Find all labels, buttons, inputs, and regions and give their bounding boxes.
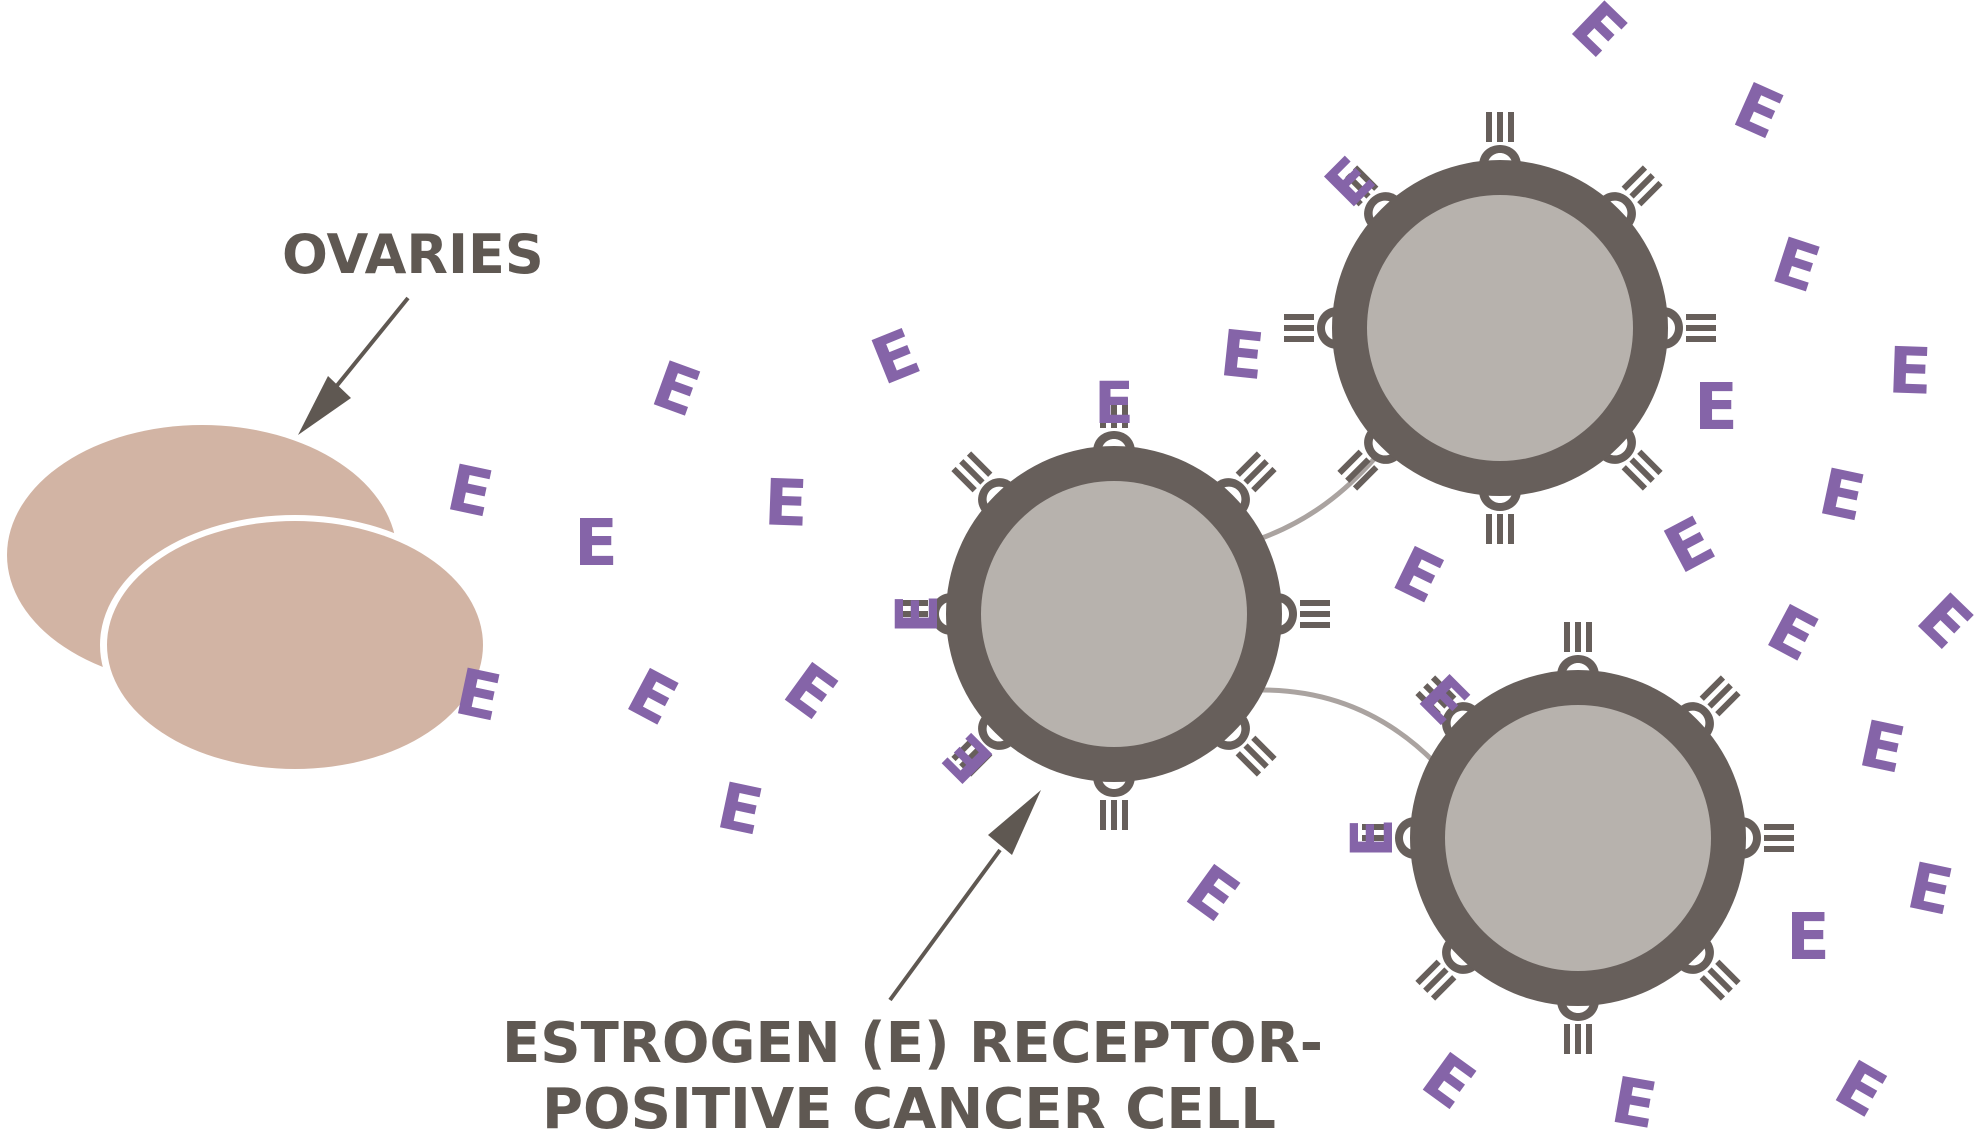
estrogen-molecule: E [1694, 371, 1738, 445]
ovaries [7, 425, 490, 775]
estrogen-molecule: E [1813, 455, 1871, 536]
estrogen-molecule: E [1786, 901, 1830, 975]
estrogen-molecule: E [1901, 849, 1959, 930]
estrogen-molecule: E [643, 348, 709, 432]
bound-estrogen-molecule: E [1338, 818, 1406, 858]
estrogen-molecule: E [711, 769, 769, 850]
cancer-cell-lower [1362, 622, 1794, 1054]
ovary-front [107, 521, 483, 769]
receptor [1660, 307, 1716, 349]
receptor [1479, 112, 1521, 168]
estrogen-molecule: E [1173, 851, 1252, 937]
connector-lower [1261, 687, 1442, 770]
cell-label-line2: POSITIVE CANCER CELL [542, 1077, 1276, 1134]
bound-estrogen-molecule: E [1094, 369, 1134, 437]
bound-estrogen-molecule: E [883, 594, 951, 634]
estrogen-molecule: E [1887, 334, 1933, 409]
estrogen-molecule: E [574, 507, 618, 581]
estrogen-molecule: E [862, 316, 930, 401]
cancer-cell-main [898, 398, 1330, 830]
cell-nucleus [981, 481, 1247, 747]
ovaries-label: OVARIES [282, 223, 544, 286]
estrogen-molecule: E [1382, 533, 1454, 619]
ovaries-arrow-head [298, 376, 351, 435]
cancer-cells [898, 112, 1794, 1054]
estrogen-molecule: E [1853, 707, 1911, 788]
receptor [1557, 622, 1599, 678]
estrogen-molecule: E [1216, 317, 1267, 395]
estrogen-molecule: E [763, 466, 809, 541]
cell-arrow-head [988, 790, 1041, 855]
estrogen-molecule: E [1723, 69, 1793, 154]
connector-upper [1261, 456, 1377, 541]
estrogen-molecule: E [1606, 1064, 1662, 1134]
receptor [1093, 774, 1135, 830]
arrows [298, 296, 1041, 1002]
estrogen-molecule: E [1755, 591, 1828, 677]
ovaries-arrow-shaft [333, 296, 410, 390]
estrogen-molecule: E [771, 649, 850, 735]
estrogen-molecule: E [615, 655, 688, 741]
estrogen-molecule: E [1764, 224, 1828, 308]
cell-arrow-shaft [888, 848, 1002, 1002]
receptor [1479, 488, 1521, 544]
estrogen-molecule: E [1557, 0, 1640, 72]
cell-nucleus [1445, 705, 1711, 971]
cancer-cell-upper [1284, 112, 1716, 544]
receptor [1284, 307, 1340, 349]
estrogen-molecule: E [1653, 503, 1726, 589]
estrogen-molecule: E [1409, 1039, 1488, 1125]
receptor [1557, 998, 1599, 1054]
receptor [1274, 593, 1330, 635]
estrogen-molecule: E [441, 451, 499, 532]
receptor [1738, 817, 1794, 859]
cell-connectors [1261, 456, 1442, 770]
estrogen-molecule: E [1823, 1047, 1898, 1133]
cell-nucleus [1367, 195, 1633, 461]
cell-label-line1: ESTROGEN (E) RECEPTOR- [502, 1011, 1323, 1076]
estrogen-molecule: E [1903, 580, 1986, 664]
